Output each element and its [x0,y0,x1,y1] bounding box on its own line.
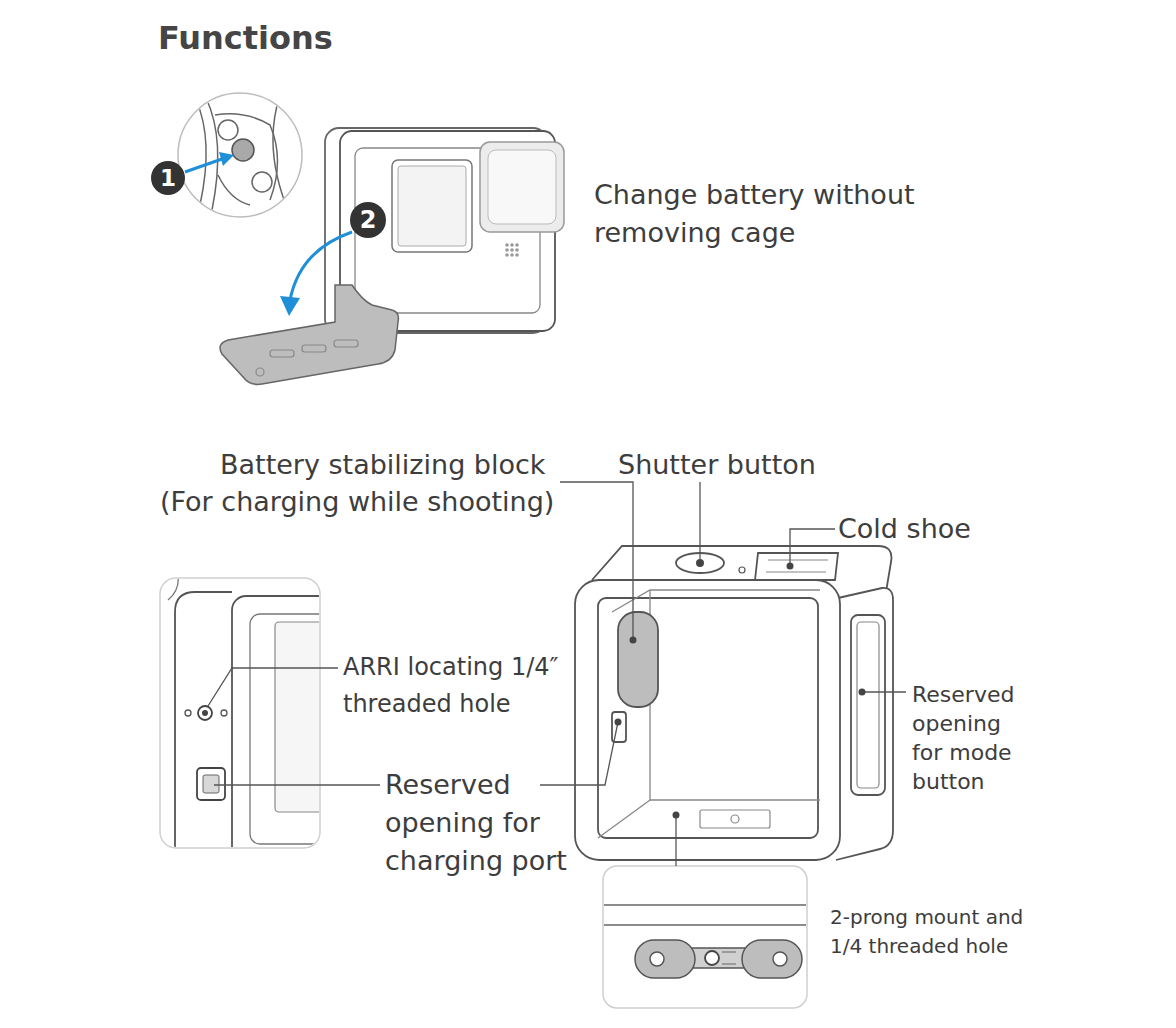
mount-inset [603,866,807,1008]
part-label: Reserved opening for charging port [385,766,580,880]
frame-edge [218,175,250,205]
leader-dot [787,563,794,570]
leader-line [214,784,380,785]
leader-line [560,482,633,640]
part-label: 2-prong mount and 1/4 threaded hole [830,903,1024,961]
threaded-hole [705,951,719,965]
floor-recess [700,810,770,828]
side-detail [168,579,319,847]
leader-lines [208,482,906,866]
mount-bridge [690,948,745,968]
cage-edge [604,924,806,926]
speaker-dots [505,243,519,257]
caption-text: Change battery without removing cage [594,176,929,252]
cage-side [175,592,232,847]
prong-hole [773,952,787,966]
callout-disc [350,202,386,238]
frame-edge [196,100,206,205]
zoom-inset [178,93,302,217]
leader-line [208,668,338,706]
cold-shoe [755,553,838,580]
cage-inner [250,614,319,844]
latch-detail [196,95,290,215]
empty-cage [575,546,893,860]
cage-opening [598,598,818,838]
lens-housing [480,142,564,232]
cold-shoe-rails [766,560,828,572]
screen-glass [398,166,466,246]
cage-edge [168,579,178,600]
cage-front-frame [575,580,840,860]
leader-dot [615,719,622,726]
threaded-hole [198,706,212,720]
callout-disc [151,161,185,195]
leader-line [699,482,700,563]
camera-cage [220,128,564,384]
prong-hole [650,952,664,966]
battery-block [618,612,658,707]
locating-hole [185,710,191,716]
arrow-head [280,296,300,316]
front-screen [392,160,472,252]
open-arrow [290,232,352,300]
push-arrow [185,159,222,172]
leader-line [675,815,676,866]
mode-opening [851,615,885,795]
inner-floor-edge [598,800,650,838]
inner-wall [612,590,820,612]
mount-prong [742,940,802,978]
cage-right-side [836,588,893,860]
leader-dot [859,689,866,696]
callout-text: 2 [350,202,386,238]
part-label: Battery stabilizing block [220,446,546,484]
release-button [232,139,254,161]
lens-glass [488,150,556,224]
part-label: Reserved opening for mode button [912,680,1024,796]
port [203,775,219,793]
inset-circle [178,93,302,217]
leader-line [862,691,906,692]
hole [252,172,272,192]
port-opening [197,768,225,800]
hole-center [202,710,208,716]
callout-number: 2 [350,202,386,238]
shutter-button [696,559,704,567]
part-label: Cold shoe [838,510,971,548]
inner-wall [650,590,820,800]
mount-prong [635,940,695,978]
leader-dot [697,560,704,567]
charging-opening [612,712,626,742]
cage-edge [604,904,806,906]
arrow-head [219,152,234,166]
side-inset [160,575,340,870]
leader-line [790,529,835,566]
part-note: (For charging while shooting) [160,483,554,521]
frame-edge [273,95,290,215]
leader-dot [630,637,637,644]
door-slots [256,340,358,376]
battery-door [220,285,398,384]
part-label: Shutter button [618,446,816,484]
callout-number: 1 [151,161,185,195]
screen [275,622,319,812]
inset-frame [603,866,807,1008]
floor-hole [731,815,739,823]
mount-detail [604,905,806,978]
callout-text: 1 [151,161,185,195]
leader-dot [673,812,680,819]
bridge-lines [722,952,736,964]
diagram-title: Functions [158,18,333,58]
leader-line [540,722,618,785]
top-hole [739,567,745,573]
mode-opening-inner [857,622,879,788]
leader-dots [615,560,866,819]
hole [218,120,238,140]
part-label: ARRI locating 1/4″ threaded hole [343,649,588,723]
locating-hole [221,710,227,716]
